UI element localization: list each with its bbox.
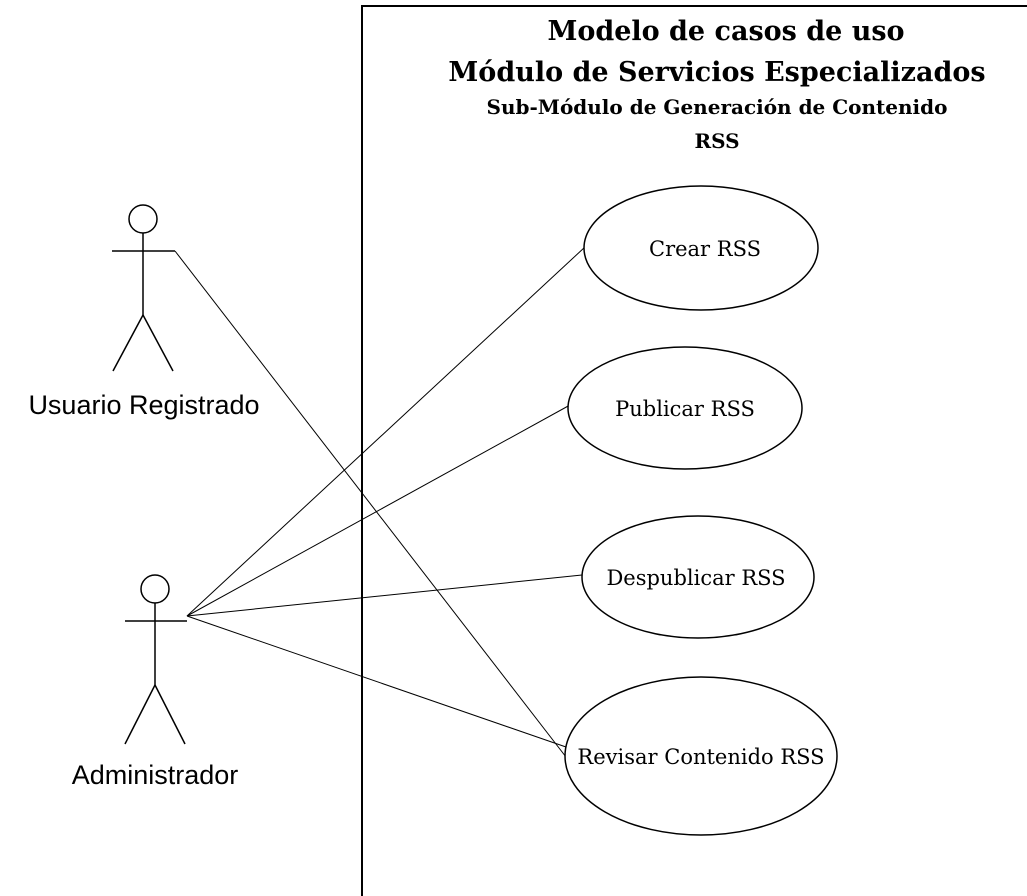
association-user-review (174, 250, 567, 758)
actor-left-leg (124, 684, 156, 745)
use-case-create[interactable]: Crear RSS (583, 185, 819, 311)
associations (174, 246, 586, 758)
use-case-create-shape (583, 185, 819, 311)
actor-admin (124, 574, 187, 745)
use-case-publish[interactable]: Publicar RSS (567, 346, 803, 470)
actor-registered-user-label: Usuario Registrado (28, 390, 259, 420)
actor-right-leg (154, 684, 186, 745)
system-title-line1: Modelo de casos de uso (547, 16, 904, 47)
use-case-unpublish-shape (581, 515, 815, 639)
use-case-review-label: Revisar Contenido RSS (577, 745, 824, 769)
system-title-line3: Sub-Módulo de Generación de Contenido (487, 95, 948, 119)
association-admin-unpublish (186, 574, 583, 617)
use-case-review-shape (564, 676, 838, 836)
actor-head (128, 204, 158, 234)
actor-left-leg (112, 314, 144, 372)
actor-head (140, 574, 170, 604)
use-case-publish-shape (567, 346, 803, 470)
use-case-create-label: Crear RSS (649, 237, 761, 261)
use-case-publish-label: Publicar RSS (615, 397, 755, 421)
use-case-unpublish[interactable]: Despublicar RSS (581, 515, 815, 639)
use-case-review[interactable]: Revisar Contenido RSS (564, 676, 838, 836)
actor-admin-label: Administrador (72, 760, 239, 790)
actor-right-leg (142, 314, 174, 372)
use-case-unpublish-label: Despublicar RSS (606, 566, 785, 590)
association-admin-publish (186, 404, 571, 617)
system-title-line2: Módulo de Servicios Especializados (448, 57, 985, 88)
association-admin-review (186, 615, 567, 748)
actor-registered-user (112, 204, 175, 372)
association-admin-create (186, 246, 586, 617)
system-title-line4: RSS (694, 129, 739, 153)
system-boundary (361, 5, 1027, 896)
